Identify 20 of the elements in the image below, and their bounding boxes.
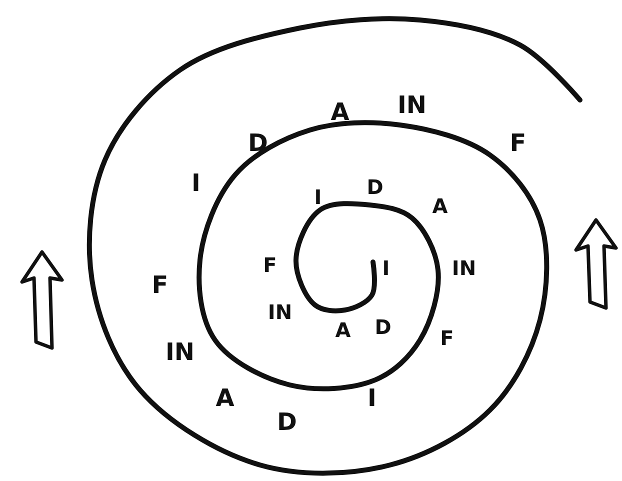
spiral-letter: IN — [166, 340, 194, 364]
spiral-letter: D — [277, 410, 297, 434]
spiral-letter: D — [248, 131, 268, 155]
spiral-letter: IN — [398, 93, 426, 117]
spiral-letter: A — [216, 386, 234, 410]
spiral-letter: I — [368, 386, 376, 410]
spiral-letter: A — [335, 320, 351, 340]
spiral-letter: I — [382, 258, 390, 278]
spiral-letter: A — [330, 100, 350, 124]
spiral-letter: F — [263, 255, 277, 275]
spiral-letter: A — [432, 196, 448, 216]
spiral-letter: D — [366, 177, 384, 197]
spiral-letter: D — [374, 317, 392, 337]
spiral-letter: F — [152, 273, 168, 297]
spiral-letter: IN — [452, 258, 476, 278]
spiral-letter: I — [314, 187, 322, 207]
spiral-letter: F — [510, 131, 526, 155]
spiral-letter: IN — [268, 302, 292, 322]
spiral-letter: F — [440, 328, 454, 348]
spiral-letter: I — [192, 171, 200, 195]
